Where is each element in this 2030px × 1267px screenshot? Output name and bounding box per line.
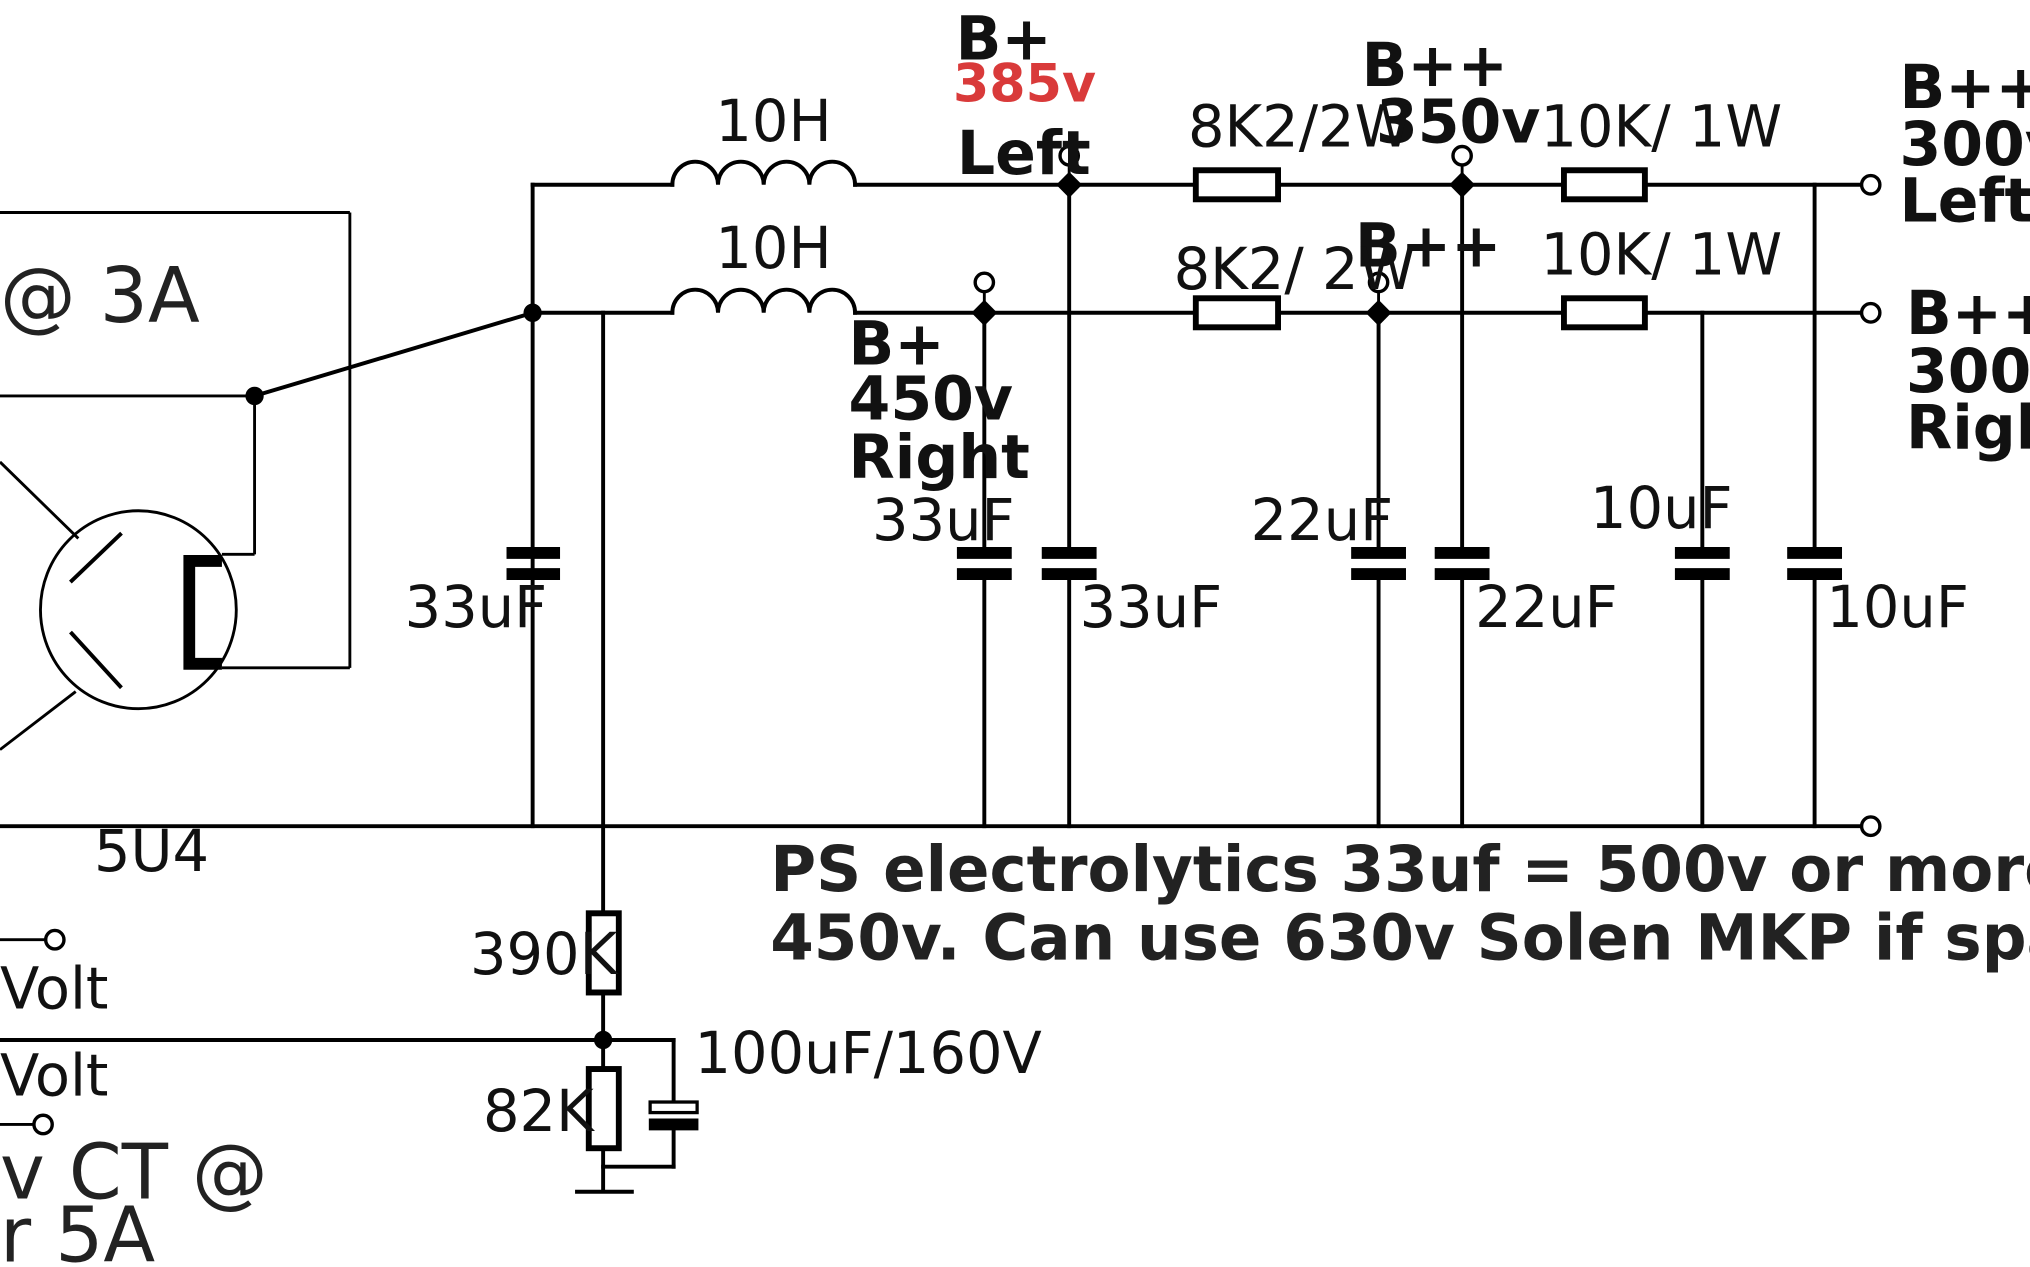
resistor-8k2-right — [1192, 295, 1281, 331]
terminal-bpp-right — [1367, 271, 1390, 294]
capacitor-22uf-right — [1351, 547, 1406, 581]
cap-reservoir-label: 33uF — [405, 573, 548, 641]
ct-label-1: v CT @ — [0, 1127, 268, 1216]
rectifier-tube-5u4 — [39, 509, 238, 711]
terminal-volt-2 — [32, 1113, 54, 1136]
junction-dot — [1449, 171, 1476, 198]
terminal-ground — [1859, 815, 1882, 838]
choke-right-label: 10H — [715, 214, 831, 282]
rectifier-label: 5U4 — [94, 817, 209, 885]
bplus-right-side: Right — [849, 422, 1030, 492]
resistor-10k-left — [1561, 167, 1648, 203]
cap-100u-label: 100uF/160V — [695, 1019, 1043, 1087]
terminal-bplus-right — [973, 271, 996, 294]
bppp-left-side: Left — [1899, 166, 2030, 236]
note-line-1: PS electrolytics 33uf = 500v or more, 22… — [770, 833, 2030, 906]
capacitor-33uf-left — [1041, 547, 1097, 581]
res-390k-label: 390K — [470, 920, 619, 988]
junction-dot — [245, 386, 264, 406]
bplus-left-title: B+ — [956, 4, 1052, 74]
junction-dot — [523, 303, 542, 323]
bplus-right-voltage: 450v — [849, 364, 1013, 434]
capacitor-10uf-left — [1787, 547, 1843, 581]
cap-22-right-label: 22uF — [1251, 486, 1394, 554]
bppp-right-title: B+++ — [1906, 279, 2030, 349]
resistor-82k — [585, 1066, 622, 1152]
choke-10h-right — [670, 287, 858, 315]
capacitor-22uf-left — [1434, 547, 1490, 581]
terminal-bplus-left — [1058, 144, 1081, 167]
terminal-volt-1 — [43, 928, 66, 951]
res-8k2-bot-label: 8K2/ 2W — [1174, 235, 1416, 303]
transformer-current-label: @ 3A — [0, 251, 200, 340]
cap-22-left-label: 22uF — [1475, 573, 1618, 641]
cap-10-right-label: 10uF — [1590, 474, 1733, 542]
capacitor-33uf-right — [956, 547, 1012, 581]
note-line-2: 450v. Can use 630v Solen MKP if space pe… — [770, 901, 2030, 974]
res-82k-label: 82K — [483, 1077, 596, 1145]
bppp-left-voltage: 300v — [1899, 110, 2030, 180]
cap-10-left-label: 10uF — [1826, 573, 1969, 641]
bpp-left-voltage: 350v — [1376, 87, 1540, 157]
terminal-bpp-left — [1451, 144, 1473, 167]
terminal-bppp-left — [1859, 173, 1882, 196]
terminal-bppp-right — [1859, 301, 1882, 324]
transformer-box — [0, 211, 352, 751]
bplus-left-side: Left — [957, 119, 1091, 189]
bppp-right-voltage: 300v — [1906, 337, 2030, 407]
res-8k2-top-label: 8K2/2W — [1188, 92, 1411, 160]
res-10k-bot-label: 10K/ 1W — [1540, 220, 1782, 288]
resistor-10k-right — [1561, 295, 1648, 331]
junction-dot — [593, 1030, 613, 1050]
volt-label-1: Volt — [0, 954, 108, 1022]
bplus-left-voltage: 385v — [953, 53, 1096, 114]
junction-dot — [971, 299, 998, 326]
res-10k-top-label: 10K/ 1W — [1540, 92, 1782, 160]
cap-33-left-label: 33uF — [1080, 573, 1223, 641]
choke-left-label: 10H — [715, 87, 831, 155]
bpp-right-title: B++ — [1355, 211, 1501, 281]
capacitor-10uf-right — [1674, 547, 1730, 581]
bplus-right-title: B+ — [849, 309, 945, 379]
resistor-8k2-left — [1192, 167, 1281, 203]
choke-10h-left — [670, 159, 858, 187]
junction-dot — [1365, 299, 1392, 326]
wiring — [0, 164, 1864, 1194]
resistor-390k — [585, 910, 622, 996]
capacitor-100uf — [648, 1100, 699, 1131]
volt-label-2: Volt — [0, 1041, 108, 1109]
ct-label-2: r 5A — [0, 1190, 155, 1267]
bppp-left-title: B+++ — [1899, 53, 2030, 123]
bppp-right-side: Right — [1906, 393, 2030, 463]
capacitor-33uf-reservoir — [506, 547, 561, 581]
cap-33-right-label: 33uF — [872, 486, 1015, 554]
bpp-left-title: B++ — [1362, 30, 1508, 100]
